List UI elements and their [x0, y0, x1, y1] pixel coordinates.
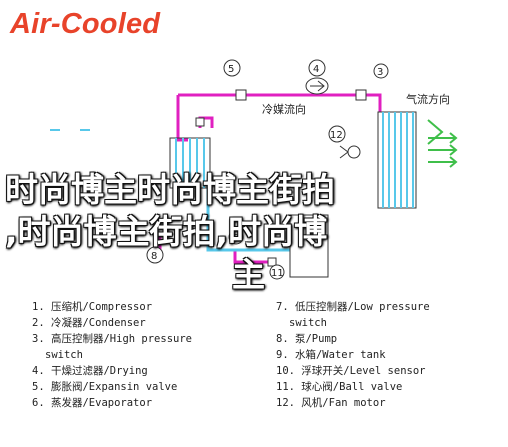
overlay-text-line-3: 主: [232, 255, 265, 294]
legend-item-9: 9. 水箱/Water tank: [276, 349, 386, 361]
callout-9: 9: [233, 233, 239, 244]
legend-item-2: 2. 冷凝器/Condenser: [32, 317, 146, 329]
legend-left: 1. 压缩机/Compressor 2. 冷凝器/Condenser 3. 高压…: [32, 299, 192, 411]
overlay-text-line-1: 时尚博主时尚博主街拍: [5, 170, 335, 209]
legend-item-8: 8. 泵/Pump: [276, 333, 338, 345]
legend-item-7-cont: switch: [289, 317, 327, 329]
overlay-text-line-2: ,时尚博主街拍,时尚博: [5, 212, 328, 251]
callout-5: 5: [228, 64, 234, 75]
callout-circles: [146, 59, 389, 280]
fan-symbol: [339, 145, 361, 159]
water-tank: [289, 214, 329, 278]
condenser-coil: [377, 111, 417, 209]
callout-3: 3: [377, 67, 383, 78]
legend-item-12: 12. 风机/Fan motor: [276, 397, 386, 409]
callout-8: 8: [151, 251, 157, 262]
legend-item-1: 1. 压缩机/Compressor: [32, 301, 153, 313]
legend-item-7: 7. 低压控制器/Low pressure: [276, 301, 430, 313]
legend-item-10: 10. 浮球开关/Level sensor: [276, 365, 426, 377]
callout-4: 4: [313, 64, 319, 75]
legend-item-6: 6. 蒸发器/Evaporator: [32, 397, 153, 409]
legend-right: 7. 低压控制器/Low pressure switch 8. 泵/Pump 9…: [276, 299, 430, 411]
air-flow-arrows: [427, 119, 458, 168]
legend-item-5: 5. 膨胀阀/Expansin valve: [32, 381, 178, 393]
legend-item-11: 11. 球心阀/Ball valve: [276, 381, 403, 393]
condenser-flow-label: 冷媒流向: [262, 102, 306, 116]
evaporator-coil: [169, 137, 211, 189]
pump-symbol: [305, 77, 329, 95]
legend-item-3-cont: switch: [45, 349, 83, 361]
legend-item-3: 3. 高压控制器/High pressure: [32, 333, 192, 345]
callout-12: 12: [330, 130, 343, 141]
air-flow-label: 气流方向: [406, 92, 450, 106]
legend-item-4: 4. 干燥过滤器/Drying: [32, 365, 148, 377]
diagram-title: Air-Cooled: [10, 8, 161, 40]
callout-11: 11: [271, 268, 284, 279]
component-symbols: [195, 89, 367, 267]
